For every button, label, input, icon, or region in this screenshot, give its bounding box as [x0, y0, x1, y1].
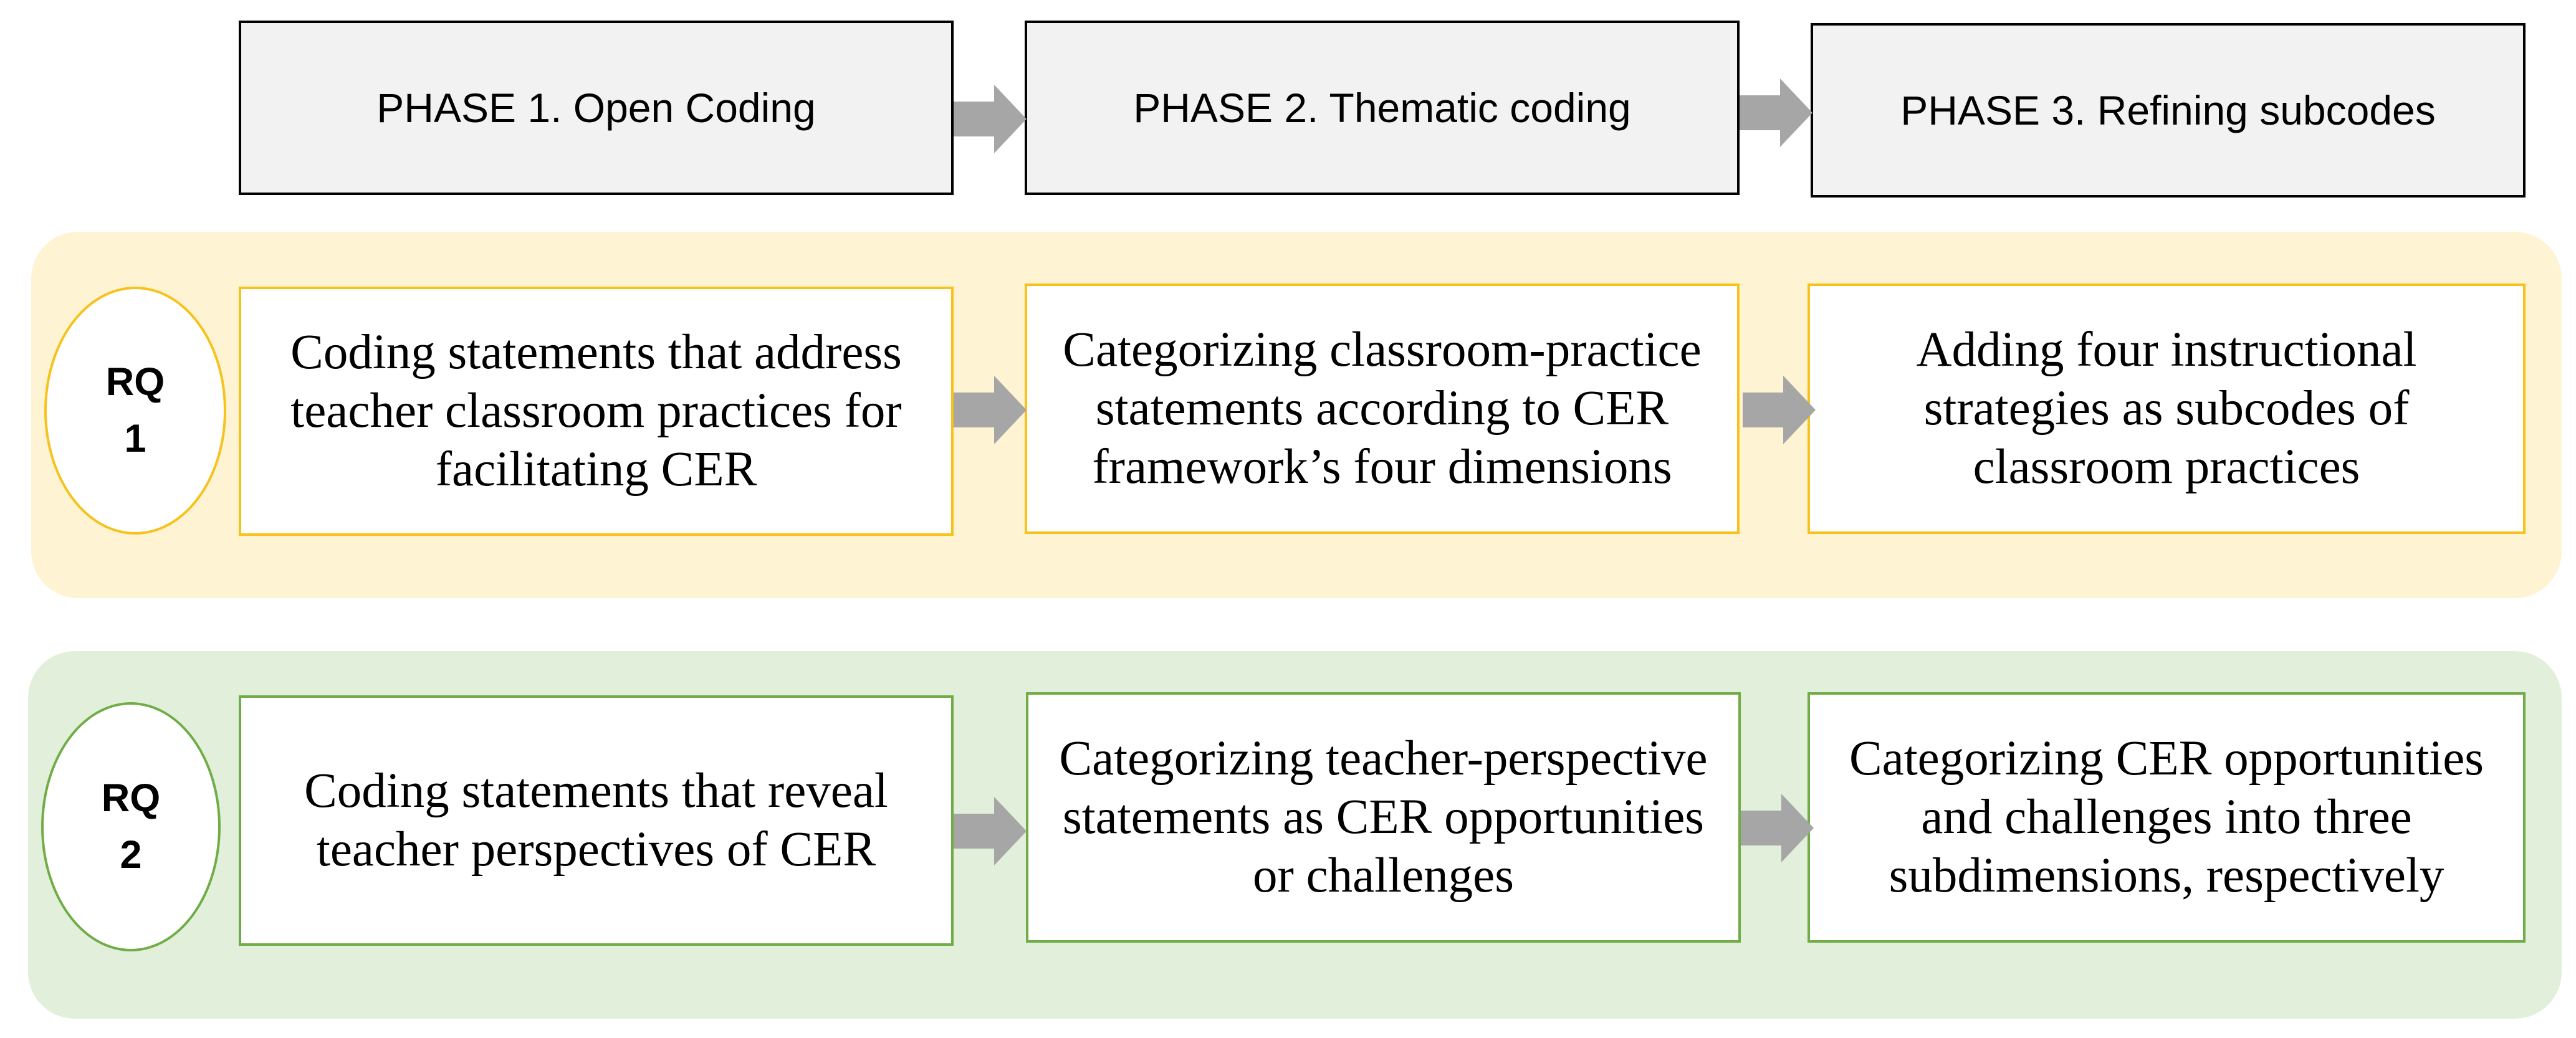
rq1-step-1: Coding statements that address teacher c…: [239, 287, 954, 536]
phase-3-box: PHASE 3. Refining subcodes: [1811, 23, 2526, 198]
rq1-step-2-text: Categorizing classroom-practice statemen…: [1063, 323, 1702, 494]
rq1-step-3: Adding four instructional strategies as …: [1808, 283, 2526, 534]
rq1-label-line2: 1: [124, 417, 146, 460]
phase-2-box: PHASE 2. Thematic coding: [1025, 21, 1740, 195]
rq2-label-line1: RQ: [101, 776, 161, 820]
rq2-arrow-1-icon: [954, 797, 1027, 865]
rq2-step-1-text: Coding statements that reveal teacher pe…: [304, 764, 888, 877]
rq1-label-line1: RQ: [105, 359, 165, 404]
phase-1-label: PHASE 1. Open Coding: [376, 85, 816, 131]
rq2-step-1: Coding statements that reveal teacher pe…: [239, 695, 954, 946]
phase-3-label: PHASE 3. Refining subcodes: [1900, 87, 2436, 133]
rq1-step-2: Categorizing classroom-practice statemen…: [1025, 283, 1740, 534]
rq2-step-2-text: Categorizing teacher-perspective stateme…: [1059, 731, 1708, 903]
rq1-oval: RQ 1: [44, 287, 226, 535]
rq2-step-3: Categorizing CER opportunities and chall…: [1808, 692, 2526, 943]
rq2-label-line2: 2: [120, 833, 142, 877]
rq1-arrow-1-icon: [954, 376, 1027, 444]
rq2-oval: RQ 2: [41, 702, 221, 951]
phase-2-label: PHASE 2. Thematic coding: [1133, 85, 1631, 131]
rq2-step-3-text: Categorizing CER opportunities and chall…: [1849, 731, 2484, 903]
rq1-arrow-2-icon: [1743, 376, 1816, 444]
phase-arrow-1-icon: [954, 85, 1027, 153]
rq2-arrow-2-icon: [1741, 794, 1814, 862]
rq1-step-3-text: Adding four instructional strategies as …: [1916, 323, 2417, 494]
phase-arrow-2-icon: [1740, 79, 1812, 147]
rq1-step-1-text: Coding statements that address teacher c…: [290, 325, 902, 497]
rq2-step-2: Categorizing teacher-perspective stateme…: [1026, 692, 1741, 943]
phase-1-box: PHASE 1. Open Coding: [239, 21, 954, 195]
